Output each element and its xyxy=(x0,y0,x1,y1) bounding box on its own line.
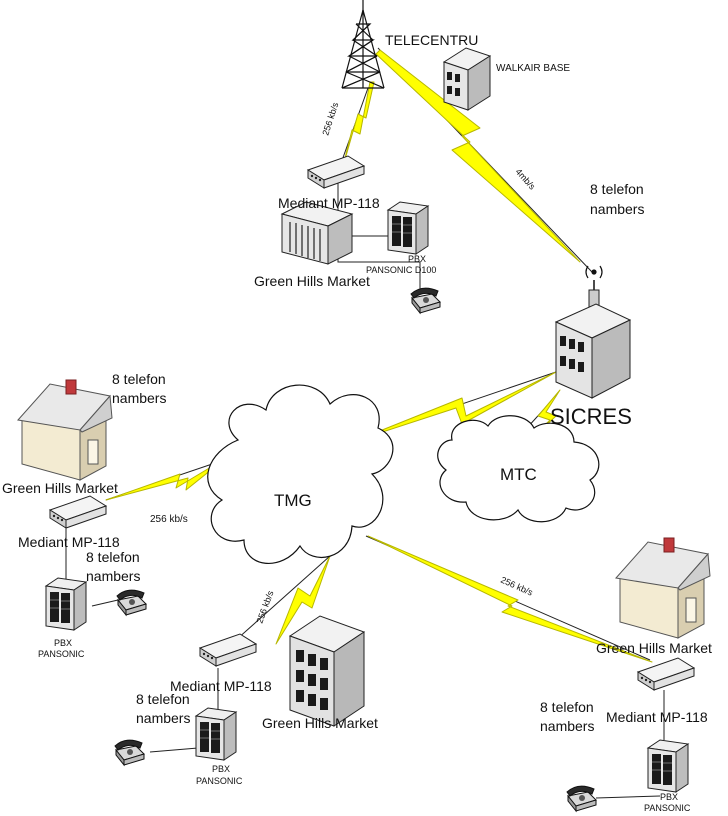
lightning-tmg-right xyxy=(367,535,653,663)
gateway-device-icon-top xyxy=(307,155,365,189)
telefon-sicres-label-2: nambers xyxy=(590,201,644,217)
link-rate-top-label: 256 kb/s xyxy=(320,101,340,137)
telefon-right-label-1: 8 telefon xyxy=(540,699,594,715)
wire-mid xyxy=(149,668,219,753)
gateway-device-icon-right xyxy=(637,657,695,691)
tmg-label: TMG xyxy=(274,491,312,510)
sicres-building-icon xyxy=(554,280,632,399)
link-rate-left-label: 256 kb/s xyxy=(150,514,188,525)
pbx-cabinet-icon-mid xyxy=(195,707,237,761)
link-rate-4mb-label: 4mb/s xyxy=(514,167,538,192)
telephone-icon-left xyxy=(116,589,147,616)
green-hills-mid-label: Green Hills Market xyxy=(262,715,378,731)
pbx-right-label-2: PANSONIC xyxy=(644,803,691,813)
pbx-mid-label-1: PBX xyxy=(212,764,230,774)
telefon-sicres-label-1: 8 telefon xyxy=(590,181,644,197)
telefon-mid-label-1: 8 telefon xyxy=(136,691,190,707)
link-line-tmg-mid xyxy=(235,555,331,641)
store-building-icon-top xyxy=(281,201,353,265)
pbx-cabinet-icon-top xyxy=(387,201,429,255)
lightning-tmg-mid xyxy=(275,555,331,645)
telefon-left-label-2: nambers xyxy=(86,568,140,584)
green-hills-right-label: Green Hills Market xyxy=(596,640,712,656)
walkair-base-label: WALKAIR BASE xyxy=(496,63,570,74)
telephone-icon-right xyxy=(566,785,597,812)
tmg-cloud-icon xyxy=(207,384,394,564)
lightning-tower-top xyxy=(341,81,375,171)
sicres-label: SICRES xyxy=(550,404,632,429)
office-building-icon-mid xyxy=(289,615,365,727)
house-icon-right xyxy=(615,537,711,639)
green-hills-left-label: Green Hills Market xyxy=(2,480,118,496)
mediant-top-label: Mediant MP-118 xyxy=(278,195,380,211)
telefon-mid-label-2: nambers xyxy=(136,710,190,726)
gateway-device-icon-mid xyxy=(199,633,257,667)
pbx-left-label-2: PANSONIC xyxy=(38,649,85,659)
pbx-right-label-1: PBX xyxy=(660,792,678,802)
mtc-label: MTC xyxy=(500,465,537,484)
telefon-house-label-2: nambers xyxy=(112,390,166,406)
telefon-house-label-1: 8 telefon xyxy=(112,371,166,387)
mtc-cloud-icon xyxy=(437,415,600,523)
pbx-top-label-1: PBX xyxy=(408,254,426,264)
wire-right xyxy=(595,690,665,799)
wireless-links xyxy=(105,49,653,663)
pbx-mid-label-2: PANSONIC xyxy=(196,776,243,786)
pbx-left-label-1: PBX xyxy=(54,638,72,648)
gateway-device-icon-left xyxy=(49,495,107,529)
mediant-mid-label: Mediant MP-118 xyxy=(170,678,272,694)
telephone-icon-top xyxy=(410,287,441,314)
mediant-left-label: Mediant MP-118 xyxy=(18,534,120,550)
house-icon-left xyxy=(17,379,113,481)
radio-tower-icon xyxy=(341,0,385,89)
pbx-cabinet-icon-left xyxy=(45,577,87,631)
mediant-right-label: Mediant MP-118 xyxy=(606,709,708,725)
pbx-cabinet-icon-right xyxy=(647,739,689,793)
telecentru-label: TELECENTRU xyxy=(385,32,478,48)
telefon-right-label-2: nambers xyxy=(540,718,594,734)
walkair-base-building-icon xyxy=(442,47,492,111)
telefon-left-label-1: 8 telefon xyxy=(86,549,140,565)
pbx-top-label-2: PANSONIC D100 xyxy=(366,265,436,275)
lightning-tower-sicres xyxy=(375,49,581,263)
antenna-icon xyxy=(585,265,603,279)
green-hills-top-label: Green Hills Market xyxy=(254,273,370,289)
telephone-icon-mid xyxy=(114,739,145,766)
